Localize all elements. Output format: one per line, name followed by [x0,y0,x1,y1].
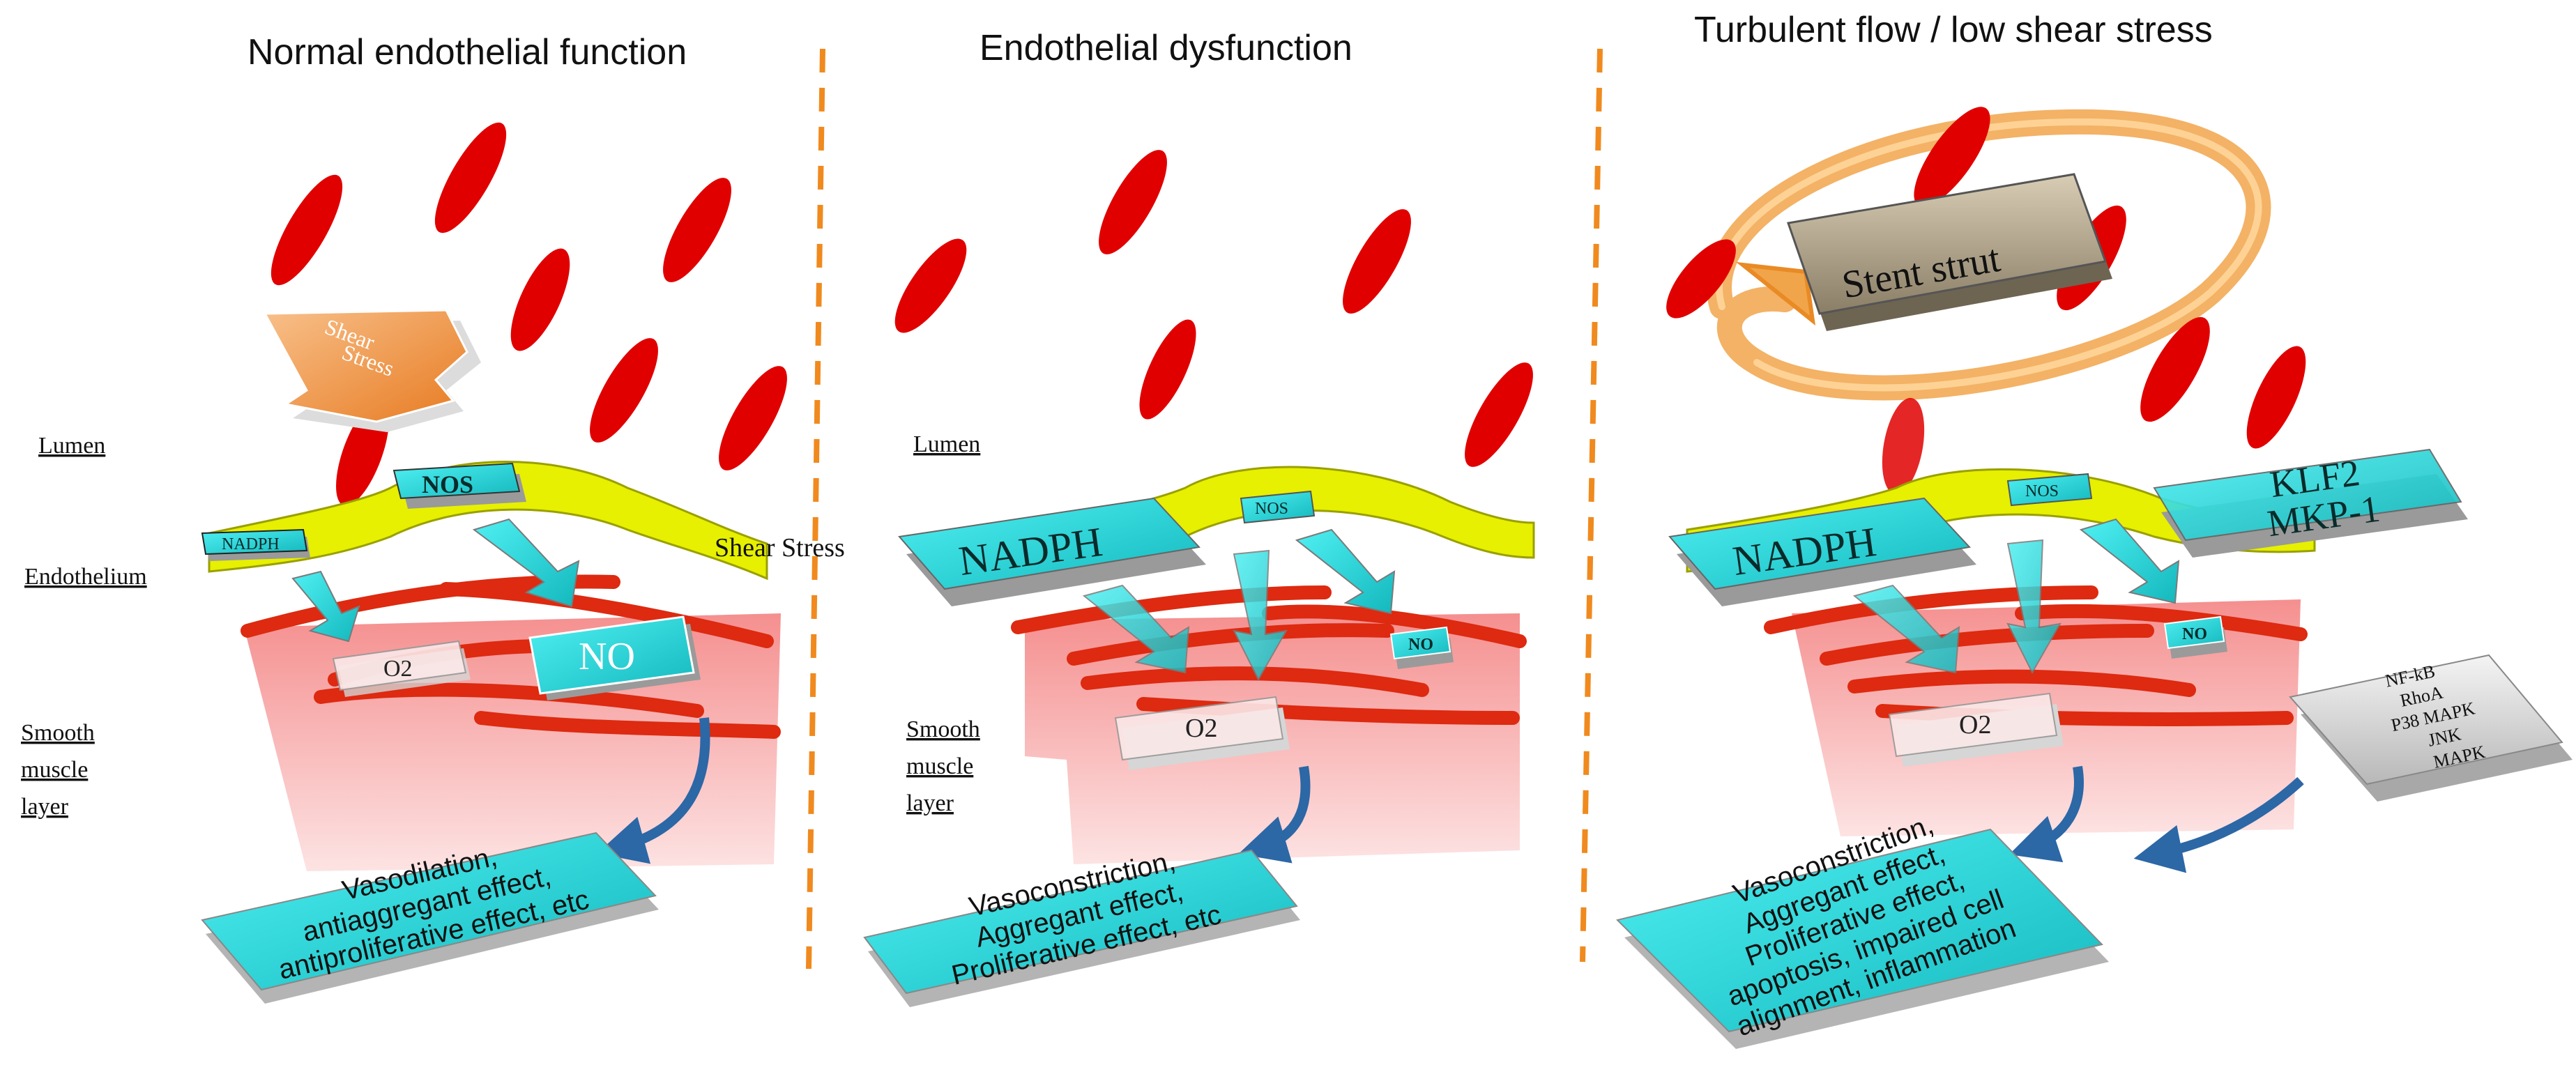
red-blood-cells [270,122,787,506]
nos-arrow [2079,518,2180,604]
red-blood-cells [894,150,1533,467]
no-box[interactable]: NO [1389,626,1454,669]
panel-turbulent: Stent strut NADPH NOS KLF2 [1616,107,2573,1049]
panel-title: Turbulent flow / low shear stress [1694,10,2213,50]
nadph-box[interactable]: NADPH [201,528,310,561]
smooth-muscle-label: Smooth [21,720,95,746]
no-label: NO [1408,636,1433,654]
panel-title: Endothelial dysfunction [980,28,1352,68]
nadph-arrow [1852,584,1960,674]
effect-arrow [1238,765,1311,864]
klf2-mkp1-box[interactable]: KLF2 MKP-1 [2153,448,2468,558]
nadph-label: NADPH [222,535,280,553]
nadph-arrow [2006,539,2061,675]
no-label: NO [579,635,635,678]
o2-label: O2 [1959,710,1991,740]
nadph-arrow [291,570,360,643]
nadph-arrow [1082,584,1190,674]
shear-stress-arrow: Shear Stress [263,309,481,432]
nos-label: NOS [422,470,473,498]
smooth-muscle-label: layer [906,790,954,816]
nos-box[interactable]: NOS [393,462,526,509]
no-box[interactable]: NO [528,615,701,700]
nos-arrow [472,518,580,608]
smooth-muscle-label: Smooth [906,717,980,742]
lumen-label: Lumen [913,431,980,457]
o2-label: O2 [1185,714,1217,743]
endothelium-label: Endothelium [24,564,147,590]
smooth-muscle-label: muscle [21,757,88,783]
muscle-fibers [1764,585,2308,726]
nos-label: NOS [1255,500,1288,518]
turbulent-flow-swirl [1707,109,2271,401]
smooth-muscle-label: muscle [906,753,973,779]
panel-divider [806,48,825,970]
nadph-box[interactable]: NADPH [1668,497,1976,606]
lumen-label: Lumen [38,433,105,459]
stent-strut[interactable]: Stent strut [1787,173,2112,331]
nos-arrow [1295,528,1396,615]
no-label: NO [2182,625,2207,643]
effect-arrow [597,717,710,864]
nadph-arrow [1233,549,1288,682]
nos-label: NOS [2025,482,2059,500]
nos-box[interactable]: NOS [2006,473,2093,507]
panel-dysfunction: NADPH NOS NO O2 Lumen Smooth muscle laye… [863,150,1535,1007]
panel-normal: Shear Stress NADPH NOS [21,122,845,1004]
effect-arrow [2009,765,2084,863]
o2-box[interactable]: O2 [1114,696,1290,770]
endothelium-layer [208,461,768,581]
panel-divider [1580,48,1603,963]
no-box[interactable]: NO [2163,615,2227,659]
panel-title: Normal endothelial function [247,32,687,72]
nadph-box[interactable]: NADPH [898,497,1206,606]
shear-stress-caption: Shear Stress [715,533,845,562]
smooth-muscle-label: layer [21,794,69,820]
o2-box[interactable]: O2 [1888,692,2064,767]
pathway-arrow [2133,776,2304,873]
signaling-pathways-box[interactable]: NF-kB RhoA P38 MAPK JNK MAPK [2289,654,2573,802]
nos-box[interactable]: NOS [1240,490,1316,524]
o2-label: O2 [383,656,413,682]
o2-box[interactable]: O2 [332,640,471,697]
